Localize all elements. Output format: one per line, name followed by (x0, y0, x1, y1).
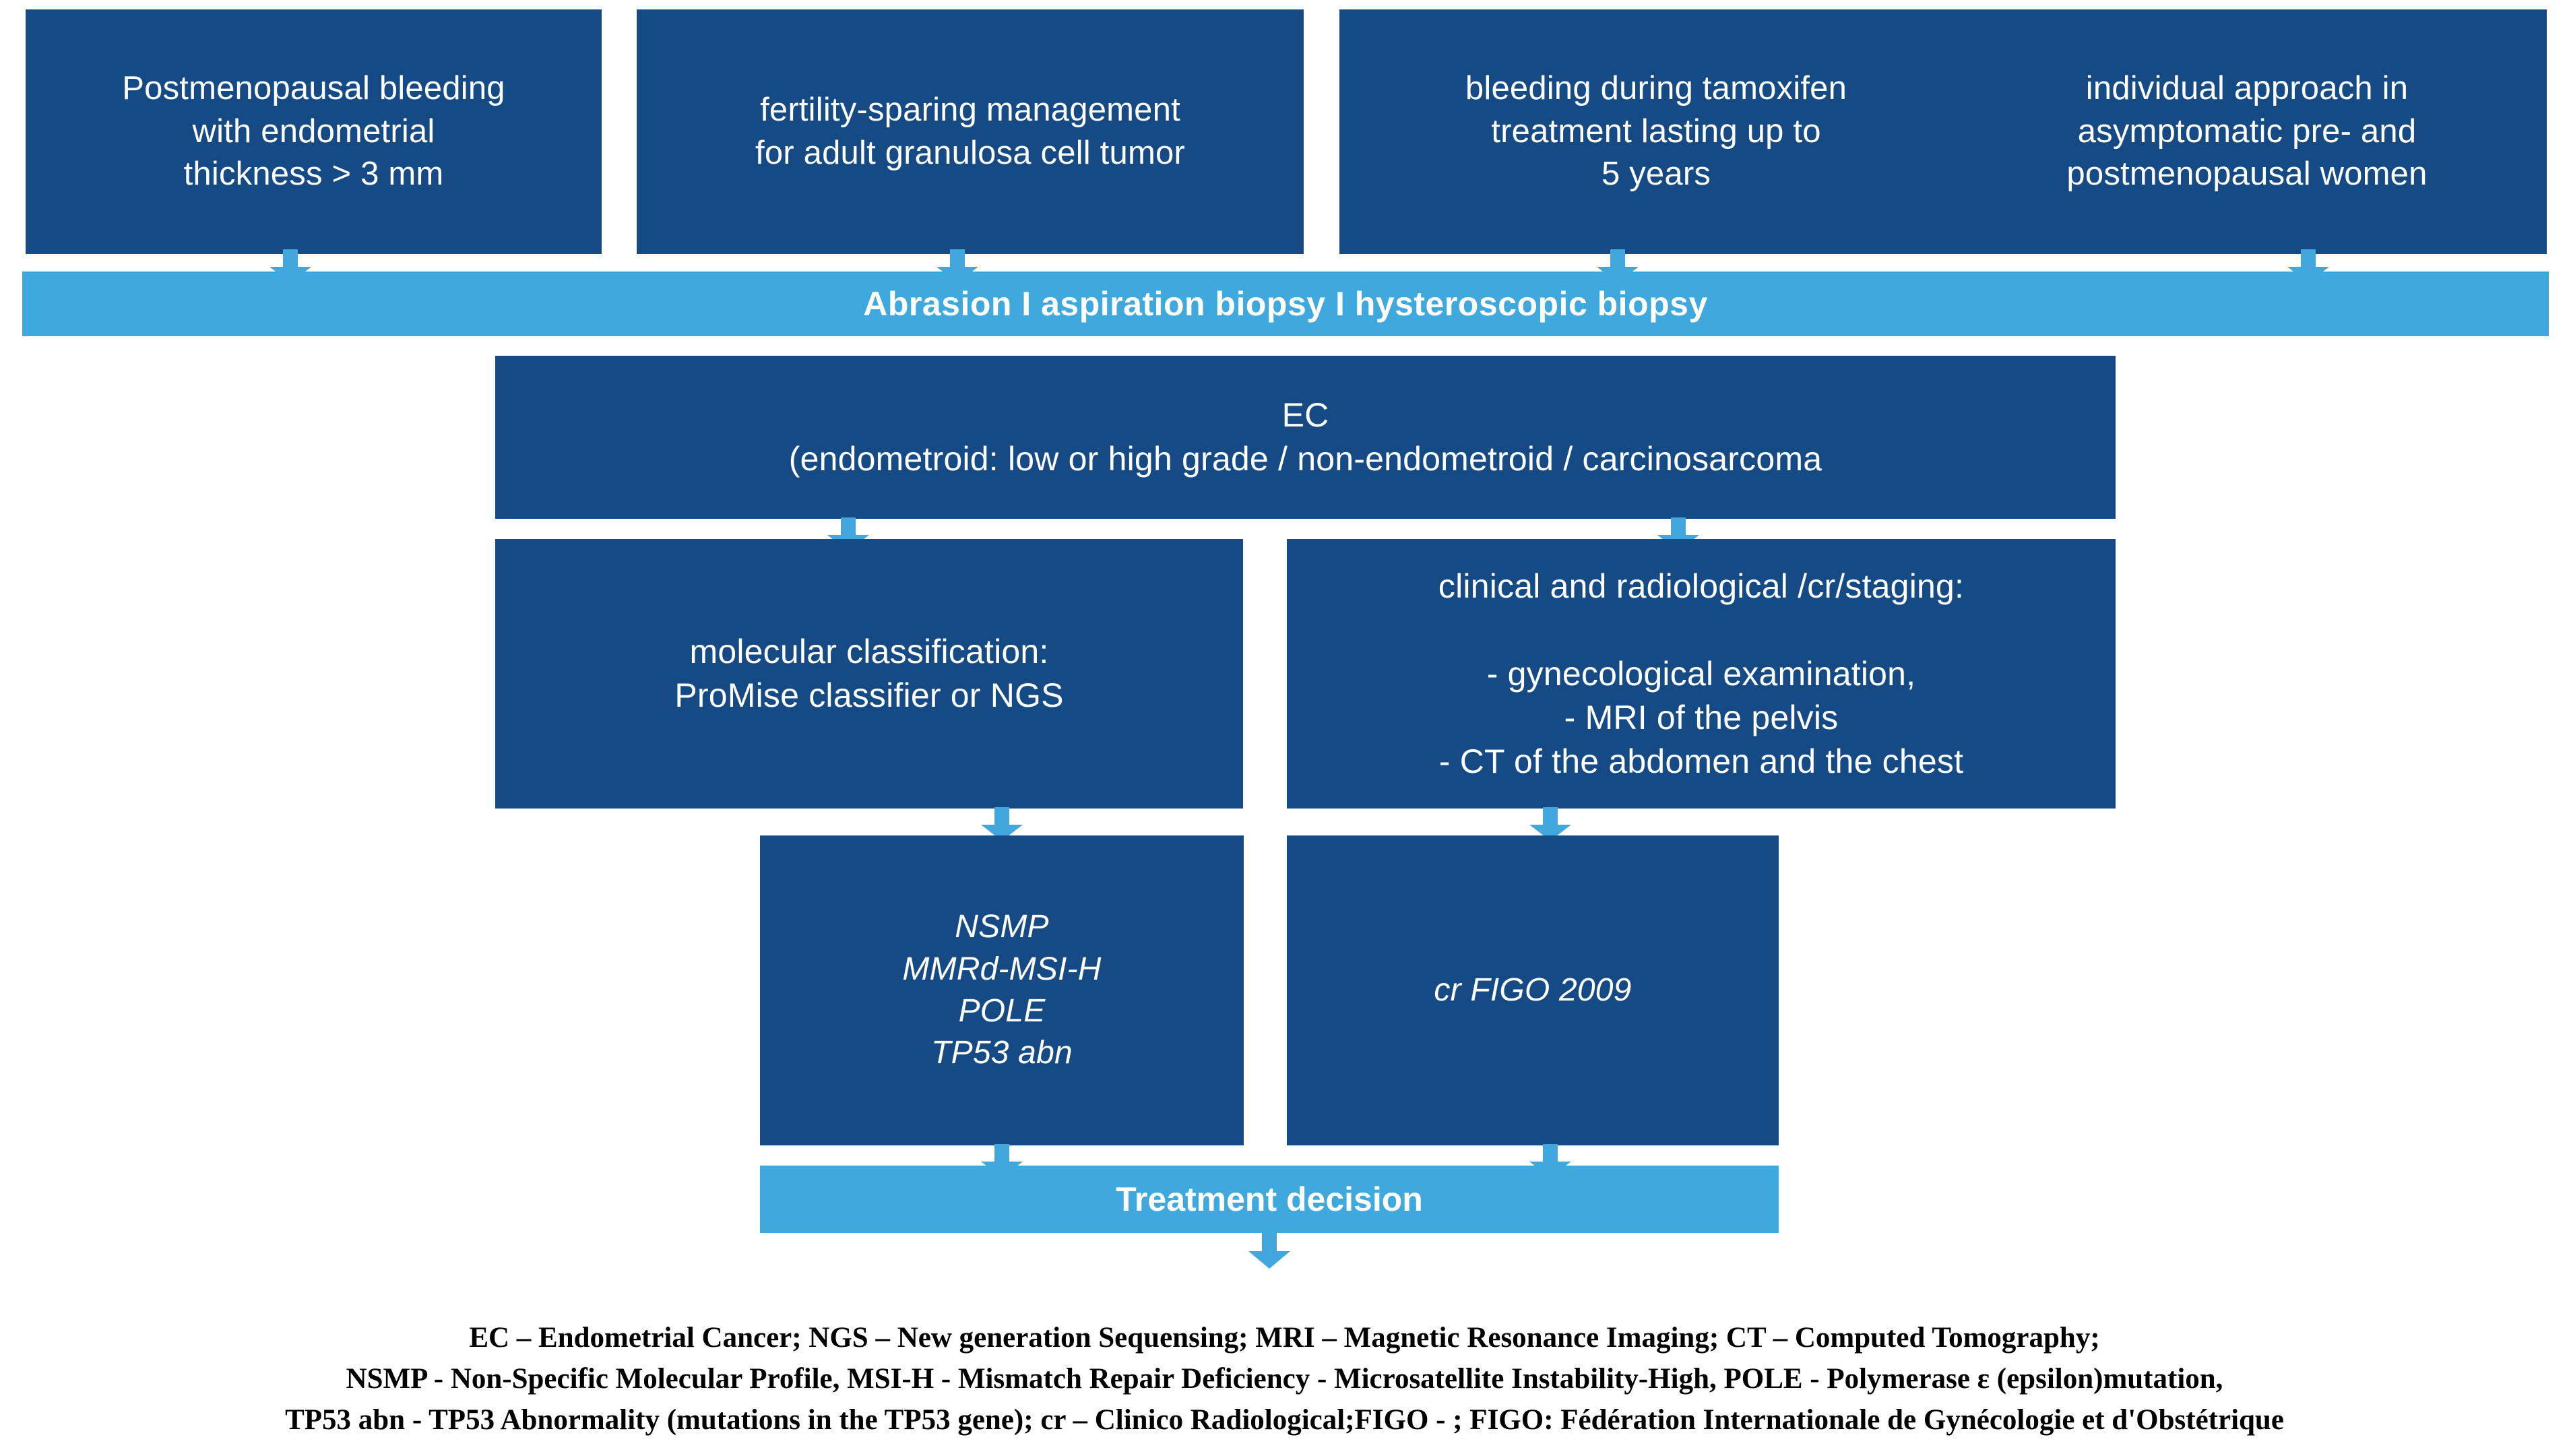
cr-figo-stage-label: cr FIGO 2009 (1434, 972, 1632, 1008)
clinical-radiological-staging-label: clinical and radiological /cr/staging: -… (1438, 567, 1965, 780)
condition-box-label: Postmenopausal bleeding with endometrial… (122, 69, 505, 193)
abbreviations-legend: EC – Endometrial Cancer; NGS – New gener… (0, 1317, 2569, 1441)
biopsy-methods-label: Abrasion I aspiration biopsy I hysterosc… (863, 285, 1708, 323)
treatment-decision-banner[interactable]: Treatment decision (760, 1166, 1779, 1233)
condition-box-postmenopausal-bleeding[interactable]: Postmenopausal bleeding with endometrial… (26, 9, 602, 254)
cr-figo-stage-box[interactable]: cr FIGO 2009 (1287, 835, 1779, 1145)
arrow-down-icon (1248, 1232, 1290, 1269)
molecular-subtypes-label: NSMP MMRd-MSI-H POLE TP53 abn (902, 909, 1102, 1071)
arrow-down-icon (1529, 807, 1571, 841)
legend-line-1: EC – Endometrial Cancer; NGS – New gener… (469, 1322, 2100, 1354)
legend-line-3: TP53 abn - TP53 Abnormality (mutations i… (285, 1404, 2284, 1436)
arrow-down-icon (981, 807, 1023, 841)
molecular-subtypes-box[interactable]: NSMP MMRd-MSI-H POLE TP53 abn (760, 835, 1244, 1145)
treatment-decision-label: Treatment decision (1116, 1180, 1423, 1218)
top-conditions-row: Postmenopausal bleeding with endometrial… (0, 0, 2569, 254)
clinical-radiological-staging-box[interactable]: clinical and radiological /cr/staging: -… (1287, 539, 2116, 809)
condition-box-label: individual approach in asymptomatic pre-… (2066, 69, 2428, 193)
ec-diagnosis-label: EC (endometroid: low or high grade / non… (788, 396, 1822, 478)
molecular-classification-box[interactable]: molecular classification: ProMise classi… (495, 539, 1243, 809)
condition-box-individual-approach[interactable]: individual approach in asymptomatic pre-… (1947, 9, 2547, 254)
biopsy-methods-banner[interactable]: Abrasion I aspiration biopsy I hysterosc… (22, 272, 2549, 336)
condition-box-label: bleeding during tamoxifen treatment last… (1465, 69, 1847, 193)
molecular-classification-label: molecular classification: ProMise classi… (674, 633, 1064, 714)
condition-box-label: fertility-sparing management for adult g… (755, 91, 1185, 171)
ec-diagnosis-box[interactable]: EC (endometroid: low or high grade / non… (495, 356, 2116, 519)
condition-box-tamoxifen-bleeding[interactable]: bleeding during tamoxifen treatment last… (1339, 9, 1973, 254)
condition-box-fertility-sparing[interactable]: fertility-sparing management for adult g… (637, 9, 1304, 254)
legend-line-2: NSMP - Non-Specific Molecular Profile, M… (346, 1363, 2223, 1395)
